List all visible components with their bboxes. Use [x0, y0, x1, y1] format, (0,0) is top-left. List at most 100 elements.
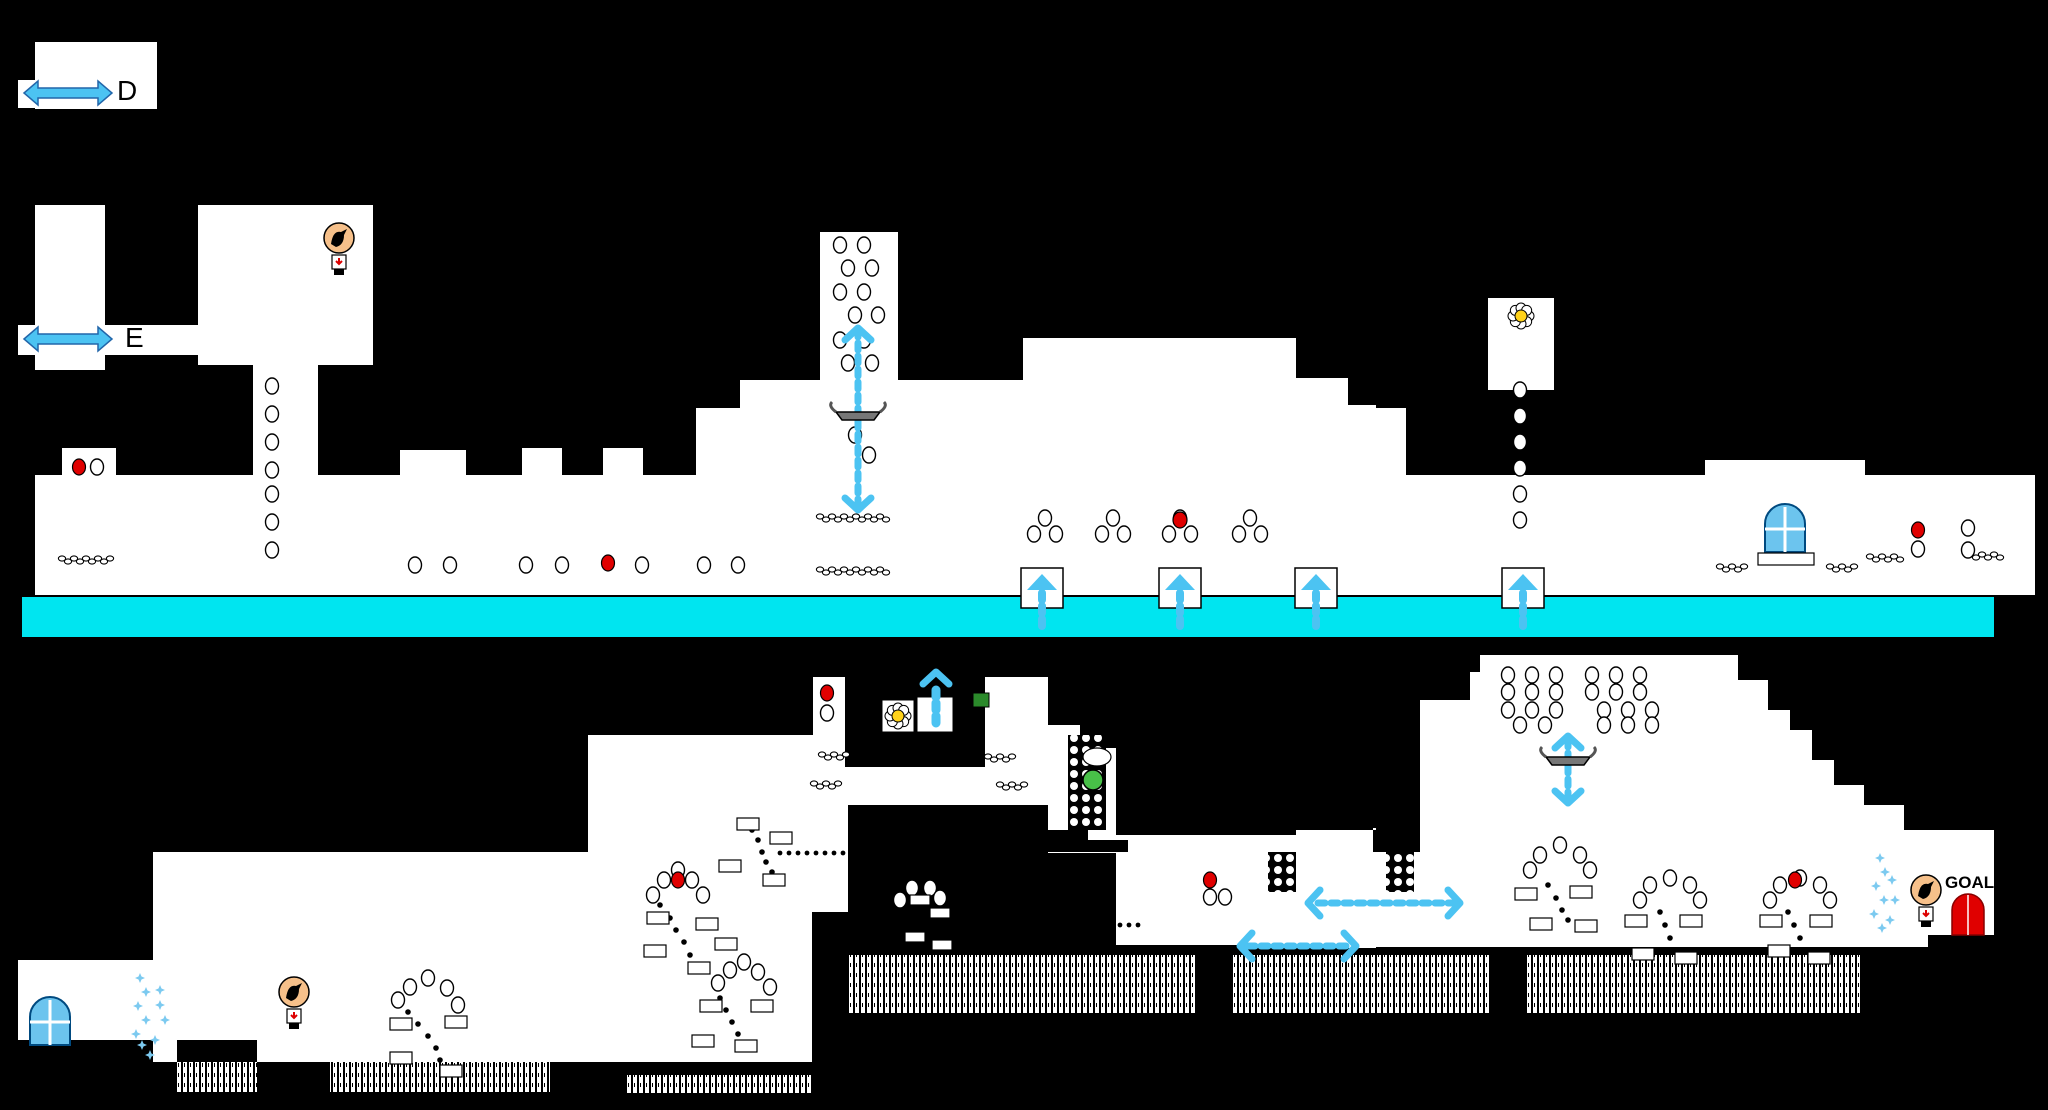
- dynamic-layer: [22, 79, 2005, 1078]
- track-dot: [975, 850, 981, 856]
- coin-icon: [1608, 683, 1624, 701]
- coin-icon: [1048, 525, 1064, 543]
- arrow-down-icon: [841, 494, 875, 514]
- coin-icon: [1183, 525, 1199, 543]
- leaf-block: [769, 831, 793, 845]
- chain-coin-icon: [81, 555, 91, 562]
- leaf-block: [929, 907, 951, 919]
- chain-coin-icon: [1843, 566, 1853, 573]
- coin-icon: [1026, 525, 1042, 543]
- coin-icon: [1105, 509, 1121, 527]
- leaf-block: [904, 931, 926, 943]
- sparkle-icon: [141, 1015, 151, 1025]
- chain-coin-icon: [69, 555, 79, 562]
- sparkle-icon: [1875, 853, 1885, 863]
- track-dot: [1000, 922, 1006, 928]
- arrow-down-icon: [1551, 787, 1585, 807]
- chain-coin-icon: [1001, 756, 1011, 763]
- coin-icon: [1644, 716, 1660, 734]
- track-dot: [831, 850, 837, 856]
- coin-icon: [264, 433, 280, 451]
- sparkle-icon: [145, 1050, 155, 1060]
- chain-coin-icon: [1865, 553, 1875, 560]
- sparkle-icon: [1869, 909, 1879, 919]
- chain-coin-icon: [821, 569, 831, 576]
- track-dot: [957, 850, 963, 856]
- coin-icon: [390, 991, 406, 1009]
- vine-dot: [735, 1031, 741, 1037]
- chain-coin-icon: [1715, 563, 1725, 570]
- track-dot: [1135, 922, 1141, 928]
- vine-dot: [1545, 882, 1551, 888]
- leaf-block: [389, 1017, 413, 1031]
- leaf-block: [646, 911, 670, 925]
- chain-coin-icon: [815, 513, 825, 520]
- terrain-upper: [18, 42, 2035, 595]
- track-dot: [1099, 922, 1105, 928]
- blue-door-icon: [1764, 503, 1806, 553]
- chain-coin-icon: [1983, 554, 1993, 561]
- bird-checkpoint-icon: [1910, 874, 1942, 927]
- coin-icon: [904, 879, 920, 897]
- coin-icon: [1548, 701, 1564, 719]
- chain-coin-icon: [1895, 556, 1905, 563]
- coin-icon: [892, 891, 908, 909]
- coin-icon: [420, 969, 436, 987]
- coin-icon: [1584, 683, 1600, 701]
- coin-icon: [1202, 888, 1218, 906]
- track-dot: [948, 850, 954, 856]
- coin-icon: [1772, 876, 1788, 894]
- track-dot: [921, 850, 927, 856]
- leaf-block: [714, 937, 738, 951]
- coin-icon: [264, 405, 280, 423]
- chain-coin-icon: [57, 555, 67, 562]
- double-arrow-icon: [22, 79, 114, 107]
- chain-coin-icon: [1971, 554, 1981, 561]
- leaf-block: [1767, 944, 1791, 958]
- vine-dot: [415, 1021, 421, 1027]
- chain-coin-icon: [1001, 784, 1011, 791]
- coin-icon: [762, 978, 778, 996]
- track-dot: [1045, 922, 1051, 928]
- coin-icon: [402, 978, 418, 996]
- coin-icon: [1524, 683, 1540, 701]
- coin-icon: [442, 556, 458, 574]
- track-dot: [1117, 922, 1123, 928]
- coin-icon: [856, 236, 872, 254]
- red-coin-icon: [670, 871, 686, 889]
- vine-dot: [1803, 947, 1809, 953]
- leaf-block: [699, 999, 723, 1013]
- leaf-block: [750, 999, 774, 1013]
- arrow-left-icon: [1304, 886, 1324, 920]
- track-dot: [937, 922, 943, 928]
- coin-icon: [1822, 891, 1838, 909]
- goal-label: GOAL: [1945, 873, 1995, 892]
- leaf-block: [736, 817, 760, 831]
- coin-icon: [1960, 519, 1976, 537]
- vine-dot: [922, 917, 928, 923]
- track-dot: [982, 922, 988, 928]
- vine-dot: [673, 927, 679, 933]
- arrow-right-icon: [1340, 929, 1360, 963]
- coin-icon: [1582, 861, 1598, 879]
- red-coin-icon: [71, 458, 87, 476]
- coin-icon: [645, 886, 661, 904]
- chain-coin-icon: [827, 783, 837, 790]
- leaf-block: [439, 1064, 463, 1078]
- track-dot: [1126, 922, 1132, 928]
- coin-icon: [870, 306, 886, 324]
- track-dot: [777, 850, 783, 856]
- coin-icon: [736, 953, 752, 971]
- coin-icon: [1682, 876, 1698, 894]
- coin-icon: [1552, 836, 1568, 854]
- chain-coin-icon: [845, 569, 855, 576]
- sparkle-icon: [131, 1029, 141, 1039]
- coin-icon: [518, 556, 534, 574]
- chain-coin-icon: [995, 753, 1005, 760]
- track-dot: [804, 850, 810, 856]
- sparkle-icon: [1880, 867, 1890, 877]
- chain-coin-icon: [821, 516, 831, 523]
- coin-icon: [864, 259, 880, 277]
- double-arrow-icon: [22, 325, 114, 353]
